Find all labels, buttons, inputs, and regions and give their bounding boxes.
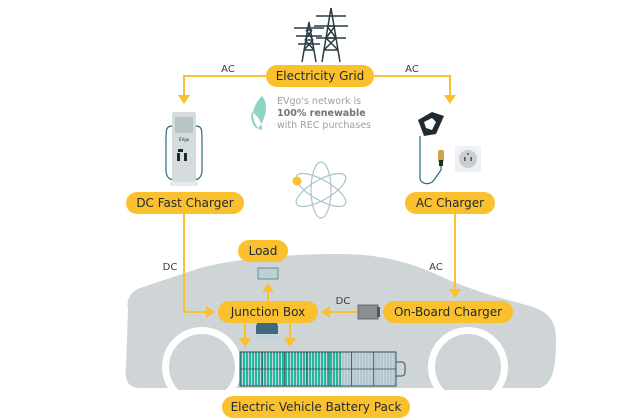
arrow-battery-left (239, 338, 251, 347)
flow-dc-fast-to-junction (183, 212, 208, 313)
dc-fast-charger-icon: EVgo (165, 112, 203, 186)
leaf-icon (251, 96, 266, 130)
front-wheel (435, 334, 501, 400)
node-onboard-charger[interactable]: On-Board Charger (383, 301, 513, 323)
power-tower-icon (294, 7, 348, 63)
flow-grid-to-ac-charger (370, 75, 451, 96)
arrow-battery-right (284, 338, 296, 347)
atom-icon (292, 161, 347, 219)
node-load[interactable]: Load (238, 240, 288, 262)
battery-terminal (396, 361, 406, 377)
node-label-dc-fast: DC Fast Charger (136, 196, 233, 210)
node-label-onboard: On-Board Charger (394, 305, 502, 319)
renewable-note: EVgo's network is 100% renewable with RE… (251, 96, 371, 131)
flow-lines (178, 75, 461, 347)
node-battery-pack[interactable]: Electric Vehicle Battery Pack (222, 396, 410, 418)
flow-label-onboard-junction: DC (336, 296, 351, 307)
ac-charger-icon (418, 112, 481, 185)
rear-wheel (169, 334, 235, 400)
charger-brand: EVgo (179, 137, 190, 142)
node-label-ac-charger: AC Charger (416, 196, 484, 210)
arrow-onboard (449, 289, 461, 298)
onboard-charger-device-icon (357, 304, 380, 320)
flow-label-dc-fast-junction: DC (163, 262, 178, 273)
car-silhouette (100, 254, 640, 420)
node-ac-charger[interactable]: AC Charger (405, 192, 495, 214)
battery-pack (239, 351, 406, 387)
battery-dividers (261, 352, 375, 386)
arrow-ac-charger (444, 95, 456, 104)
flow-grid-to-dc-fast (183, 75, 270, 96)
renewable-note-line3: with REC purchases (277, 120, 371, 131)
node-label-load: Load (249, 244, 278, 258)
arrow-junction-left (206, 306, 215, 318)
arrow-dc-fast (178, 95, 190, 104)
node-dc-fast-charger[interactable]: DC Fast Charger (126, 192, 244, 214)
flow-label-grid-dc-fast: AC (221, 64, 235, 75)
renewable-note-line2: 100% renewable (277, 108, 366, 119)
node-electricity-grid[interactable]: Electricity Grid (266, 65, 374, 87)
arrow-load (262, 283, 274, 292)
node-label-grid: Electricity Grid (276, 69, 365, 83)
node-label-junction: Junction Box (230, 305, 305, 319)
flow-label-grid-ac-charger: AC (405, 64, 419, 75)
flow-label-ac-onboard: AC (429, 262, 443, 273)
arrow-junction-right (321, 306, 330, 318)
renewable-note-line1: EVgo's network is (277, 96, 361, 107)
load-device-icon (257, 267, 279, 280)
node-label-battery: Electric Vehicle Battery Pack (231, 400, 402, 414)
battery-management-icon (256, 320, 278, 341)
node-junction-box[interactable]: Junction Box (218, 301, 318, 323)
